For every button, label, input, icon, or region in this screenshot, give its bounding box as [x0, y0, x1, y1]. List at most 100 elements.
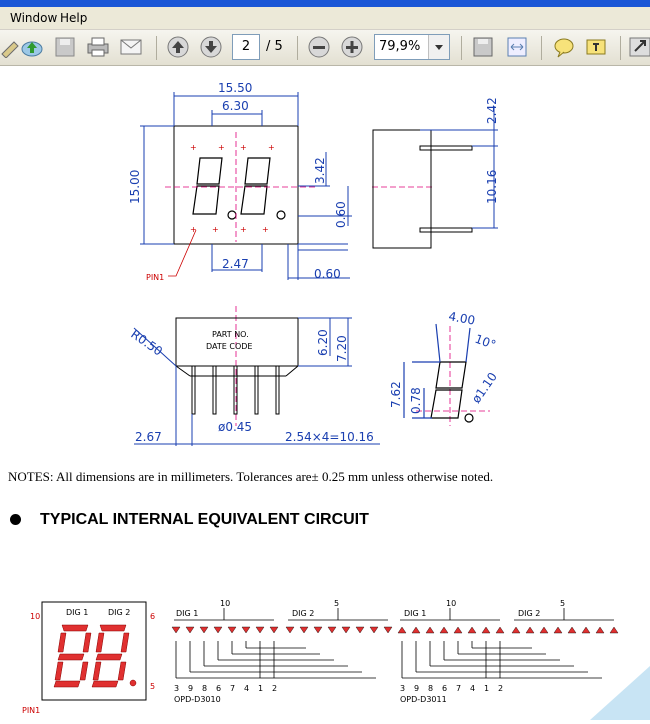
schematic-pin10-right: 10 — [446, 599, 456, 608]
circuit-pin6: 6 — [150, 612, 155, 621]
schematic-pin: 7 — [456, 684, 461, 693]
comment-icon[interactable] — [552, 36, 576, 58]
dim-front-h2: 7.20 — [335, 335, 349, 362]
previous-page-icon[interactable] — [166, 36, 190, 58]
dim-radius: R0.50 — [128, 327, 165, 359]
segment-detail — [430, 361, 467, 419]
schematic-part-left: OPD-D3010 — [174, 695, 221, 704]
page-number-input[interactable]: 2 — [232, 34, 260, 60]
dim-seg-h1: 7.62 — [389, 381, 403, 408]
edit-icon[interactable] — [0, 36, 24, 58]
dim-side-height: 10.16 — [485, 170, 499, 204]
schematic-pin: 9 — [188, 684, 193, 693]
schematic-left — [174, 608, 388, 679]
dim-lead: 0.60 — [314, 267, 341, 281]
schematic-pin: 4 — [470, 684, 475, 693]
dim-digit-width: 6.30 — [222, 99, 249, 113]
print-icon[interactable] — [86, 36, 110, 58]
digit-outline — [240, 157, 271, 215]
circuit-dig1-label: DIG 1 — [66, 608, 88, 617]
toolbar-separator — [461, 36, 462, 60]
svg-text:+: + — [262, 225, 269, 234]
schematic-dig1: DIG 1 — [176, 609, 198, 618]
schematic-pin: 3 — [174, 684, 179, 693]
toolbar-separator — [541, 36, 542, 60]
schematic-pin: 2 — [272, 684, 277, 693]
display-body — [173, 125, 299, 245]
next-page-icon[interactable] — [199, 36, 223, 58]
fit-width-icon[interactable] — [505, 36, 529, 58]
dim-front-h1: 6.20 — [316, 329, 330, 356]
dim-pitch: 2.47 — [222, 257, 249, 271]
zoom-value: 79,9% — [379, 39, 421, 54]
schematic-pin5-right: 5 — [560, 599, 565, 608]
schematic-pin: 6 — [216, 684, 221, 693]
menu-help[interactable]: Help — [60, 11, 88, 25]
svg-text:+: + — [268, 143, 275, 152]
section-heading: TYPICAL INTERNAL EQUIVALENT CIRCUIT — [40, 511, 369, 528]
dim-width: 15.50 — [218, 81, 252, 95]
schematic-part-right: OPD-D3011 — [400, 695, 447, 704]
dim-dp-diameter: ø1.10 — [469, 370, 500, 406]
toolbar-separator — [156, 36, 157, 60]
schematic-pin: 6 — [442, 684, 447, 693]
schematic-pin: 1 — [484, 684, 489, 693]
part-no-label: PART NO. — [212, 330, 249, 339]
highlight-icon[interactable] — [585, 36, 609, 58]
menu-bar: Window Help — [0, 7, 650, 30]
svg-text:+: + — [190, 143, 197, 152]
circuit-dig2-label: DIG 2 — [108, 608, 130, 617]
schematic-pin: 1 — [258, 684, 263, 693]
schematic-pin: 8 — [428, 684, 433, 693]
schematic-pin: 3 — [400, 684, 405, 693]
chevron-down-icon[interactable] — [428, 35, 449, 59]
schematic-pin: 9 — [414, 684, 419, 693]
dim-pin-diameter: ø0.45 — [218, 420, 252, 434]
zoom-select[interactable]: 79,9% — [374, 34, 450, 60]
toolbar-separator — [297, 36, 298, 60]
schematic-right — [400, 608, 614, 679]
circuit-pin5: 5 — [150, 682, 155, 691]
svg-text:+: + — [212, 225, 219, 234]
dim-height: 15.00 — [128, 170, 142, 204]
document-page: + + + + + + + + 15.50 6.30 15.00 3.42 0.60 2.4… — [0, 66, 650, 720]
notes-text: NOTES: All dimensions are in millimeters… — [8, 469, 494, 484]
dim-side-top: 2.42 — [485, 97, 499, 124]
dim-offset: 2.67 — [135, 430, 162, 444]
email-icon[interactable] — [119, 36, 143, 58]
page-count: / 5 — [266, 39, 283, 54]
schematic-dig1-right: DIG 1 — [404, 609, 426, 618]
dim-seg-height: 3.42 — [313, 157, 327, 184]
dim-seg-width: 4.00 — [447, 309, 476, 327]
corner-decoration — [590, 666, 650, 720]
toolbar-separator — [620, 36, 621, 60]
upload-icon[interactable] — [20, 36, 44, 58]
schematic-pin: 8 — [202, 684, 207, 693]
schematic-pin10: 10 — [220, 599, 230, 608]
dim-pitch-total: 2.54×4=10.16 — [285, 430, 374, 444]
circuit-pin1-label: PIN1 — [22, 706, 40, 715]
pin1-label: PIN1 — [146, 273, 164, 282]
technical-drawing: + + + + + + + + 15.50 6.30 15.00 3.42 0.60 2.4… — [22, 81, 650, 720]
toolbar: 2 / 5 79,9% — [0, 30, 650, 66]
digit-outline — [192, 157, 223, 215]
schematic-pin: 4 — [244, 684, 249, 693]
schematic-pin: 2 — [498, 684, 503, 693]
schematic-pin5: 5 — [334, 599, 339, 608]
save-icon[interactable] — [53, 36, 77, 58]
schematic-pin: 7 — [230, 684, 235, 693]
schematic-dig2-right: DIG 2 — [518, 609, 540, 618]
schematic-dig2: DIG 2 — [292, 609, 314, 618]
expand-icon[interactable] — [628, 36, 650, 58]
dim-seg-angle: 10° — [473, 332, 498, 352]
svg-text:+: + — [240, 225, 247, 234]
svg-text:+: + — [240, 143, 247, 152]
fit-page-icon[interactable] — [471, 36, 495, 58]
menu-window[interactable]: Window — [10, 11, 58, 25]
svg-text:+: + — [218, 143, 225, 152]
bullet-icon — [10, 514, 21, 525]
zoom-in-icon[interactable] — [340, 36, 364, 58]
title-bar — [0, 0, 650, 7]
zoom-out-icon[interactable] — [307, 36, 331, 58]
svg-text:+: + — [190, 225, 197, 234]
